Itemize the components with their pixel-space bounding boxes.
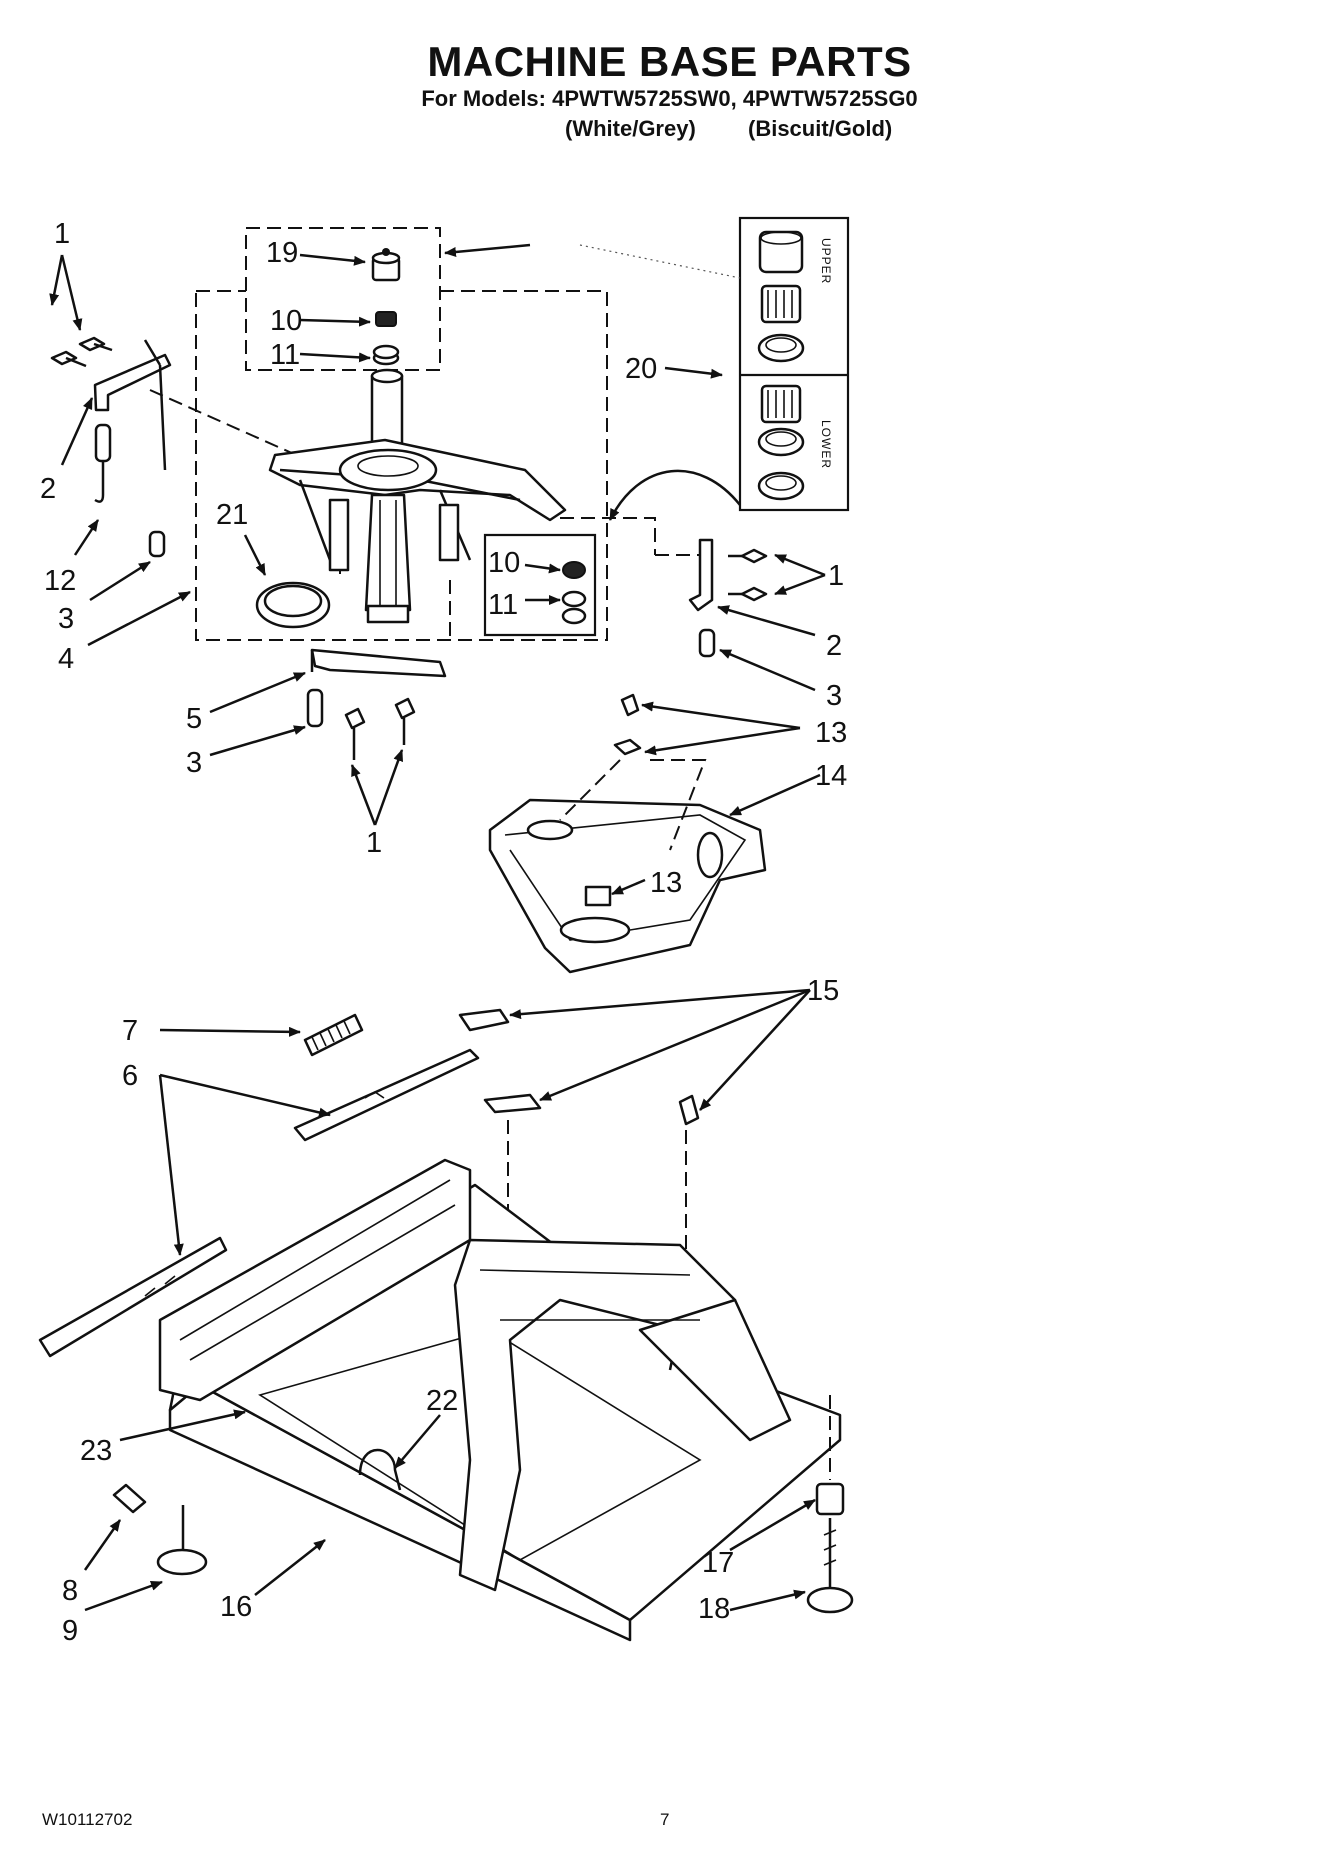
callout-1-top-left: 1 [54, 218, 70, 250]
callout-16: 16 [220, 1591, 252, 1623]
lower-bracket-5 [306, 648, 447, 760]
glide-15b [483, 1093, 542, 1114]
callout-22: 22 [426, 1385, 458, 1417]
drive-group-box [195, 290, 608, 641]
callout-4: 4 [58, 643, 74, 675]
variant-white-grey: (White/Grey) [565, 116, 696, 141]
tie-bar-6-lower [38, 1236, 228, 1358]
right-suspension-hardware [688, 538, 768, 658]
callout-11-lower: 11 [488, 589, 518, 621]
callout-13-lower: 13 [650, 867, 682, 899]
washer-11-upper [372, 344, 400, 366]
leveling-leg-18 [806, 1518, 854, 1614]
drive-spider-assembly [268, 368, 567, 624]
glide-15a [458, 1008, 510, 1032]
callout-21: 21 [216, 499, 248, 531]
callout-8: 8 [62, 1575, 78, 1607]
models-line: For Models: 4PWTW5725SW0, 4PWTW5725SG0 [421, 86, 918, 111]
inset-upper-label: UPPER [819, 238, 833, 284]
callout-numbers: 1 19 10 11 20 2 21 12 3 4 10 11 1 2 3 13… [40, 218, 847, 1647]
page-title: MACHINE BASE PARTS [427, 38, 912, 85]
leg-pin-8 [112, 1483, 147, 1514]
callout-leaders [49, 253, 826, 1612]
callout-3-lower: 3 [186, 747, 202, 779]
tie-bar-6-upper [293, 1048, 480, 1142]
callout-1-right: 1 [828, 560, 844, 592]
top-assembly-group: UPPER LOWER [50, 216, 850, 760]
callout-19: 19 [266, 237, 298, 269]
callout-10-lower: 10 [488, 547, 520, 579]
machine-base-frame [38, 1008, 854, 1642]
callout-9: 9 [62, 1615, 78, 1647]
callout-20: 20 [625, 353, 657, 385]
bushing-17 [815, 1395, 845, 1516]
seal-19 [371, 248, 401, 282]
washer-group-box [483, 533, 597, 637]
washer-10-lower [562, 561, 586, 579]
inset-lower-label: LOWER [819, 420, 833, 469]
callout-23: 23 [80, 1435, 112, 1467]
seal-ring-21 [255, 581, 331, 629]
bearing-inset: UPPER LOWER [738, 216, 850, 512]
callout-2-left: 2 [40, 473, 56, 505]
callout-7: 7 [122, 1015, 138, 1047]
callout-14: 14 [815, 760, 847, 792]
leader-dash-left [149, 389, 331, 471]
callout-1-lower: 1 [366, 827, 382, 859]
callout-6: 6 [122, 1060, 138, 1092]
callout-18: 18 [698, 1593, 730, 1625]
curved-arrow [608, 469, 741, 521]
callout-5: 5 [186, 703, 202, 735]
callout-15: 15 [807, 975, 839, 1007]
seal-group-box [245, 227, 441, 371]
spring-7 [303, 1013, 364, 1057]
callout-2-right: 2 [826, 630, 842, 662]
callout-17: 17 [702, 1547, 734, 1579]
washer-11-lower [561, 590, 587, 625]
inset-leader [579, 244, 741, 279]
left-suspension-hardware [50, 336, 172, 558]
callout-11-upper: 11 [270, 339, 300, 371]
callout-10-upper: 10 [270, 305, 302, 337]
glide-15c [678, 1094, 700, 1126]
leader-dash-right [560, 517, 656, 555]
inset-arrow [444, 243, 531, 257]
page-number: 7 [660, 1810, 670, 1829]
callout-12: 12 [44, 565, 76, 597]
callout-13-upper: 13 [815, 717, 847, 749]
variant-biscuit-gold: (Biscuit/Gold) [748, 116, 893, 141]
document-number: W10112702 [42, 1810, 133, 1829]
hook-22 [358, 1448, 402, 1491]
callout-3-right: 3 [826, 680, 842, 712]
tub-ring-14 [488, 693, 767, 974]
washer-10-upper [375, 311, 397, 327]
leveling-leg-9 [156, 1505, 208, 1576]
callout-3-left: 3 [58, 603, 74, 635]
